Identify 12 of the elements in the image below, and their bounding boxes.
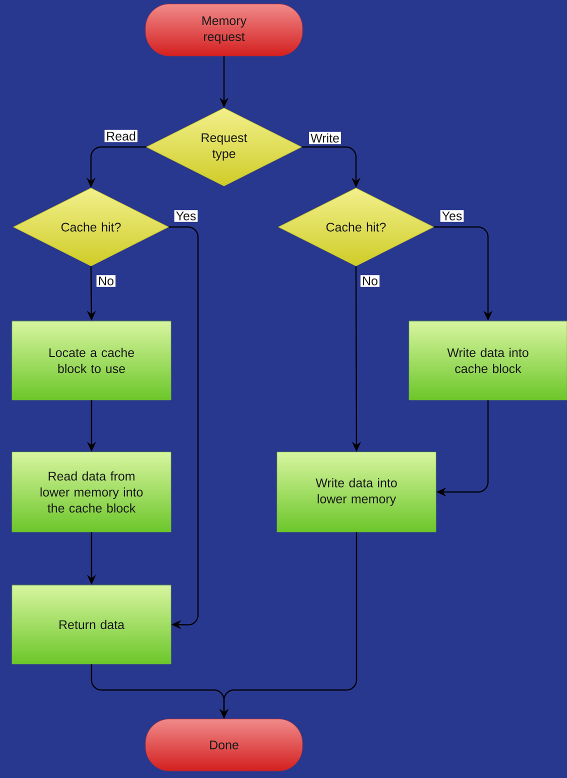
edge-label: Yes [440,210,464,222]
edge-label: No [360,275,380,287]
process-box: Write data into cache block [408,320,567,400]
edge-label: Write [309,132,341,144]
process-box: Locate a cache block to use [12,320,172,400]
process-box: Read data from lower memory into the cache block [12,452,172,532]
arrow [168,226,199,630]
edge-label: Read [104,130,138,142]
process-box: Write data into lower memory [276,452,436,532]
edge-label: No [96,275,116,287]
edge-label: Yes [174,210,198,222]
process-box: Return data [12,584,172,664]
